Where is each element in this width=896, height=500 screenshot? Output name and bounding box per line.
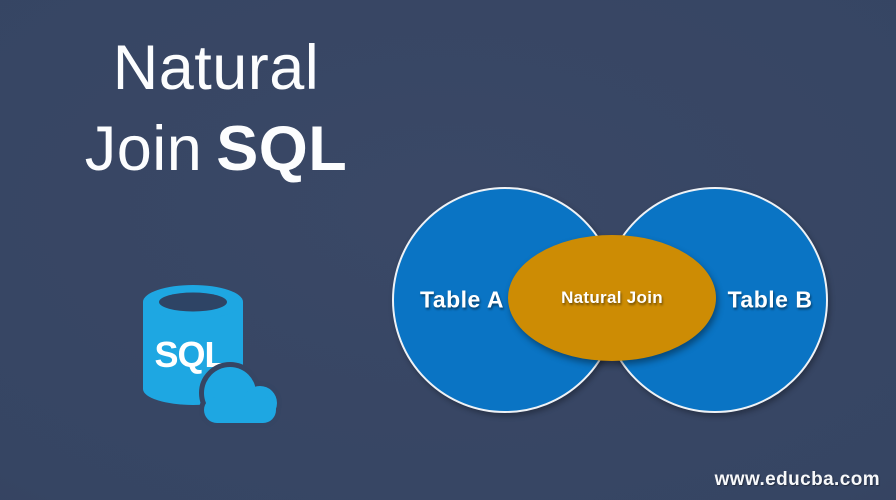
- sql-database-icon-svg: SQL: [143, 285, 282, 428]
- cloud-icon: [204, 367, 277, 423]
- title-sql-text: SQL: [216, 114, 348, 184]
- cylinder-opening: [159, 292, 227, 312]
- table-b-label: Table B: [727, 286, 813, 313]
- sql-database-icon: SQL: [138, 281, 288, 431]
- table-a-label: Table A: [419, 286, 504, 313]
- title-join-text: Join: [84, 114, 203, 184]
- natural-join-label: Natural Join: [561, 288, 663, 307]
- title-line-1: Natural: [112, 33, 320, 103]
- website-url: www.educba.com: [714, 469, 880, 490]
- natural-join-intersection: Natural Join: [508, 235, 716, 361]
